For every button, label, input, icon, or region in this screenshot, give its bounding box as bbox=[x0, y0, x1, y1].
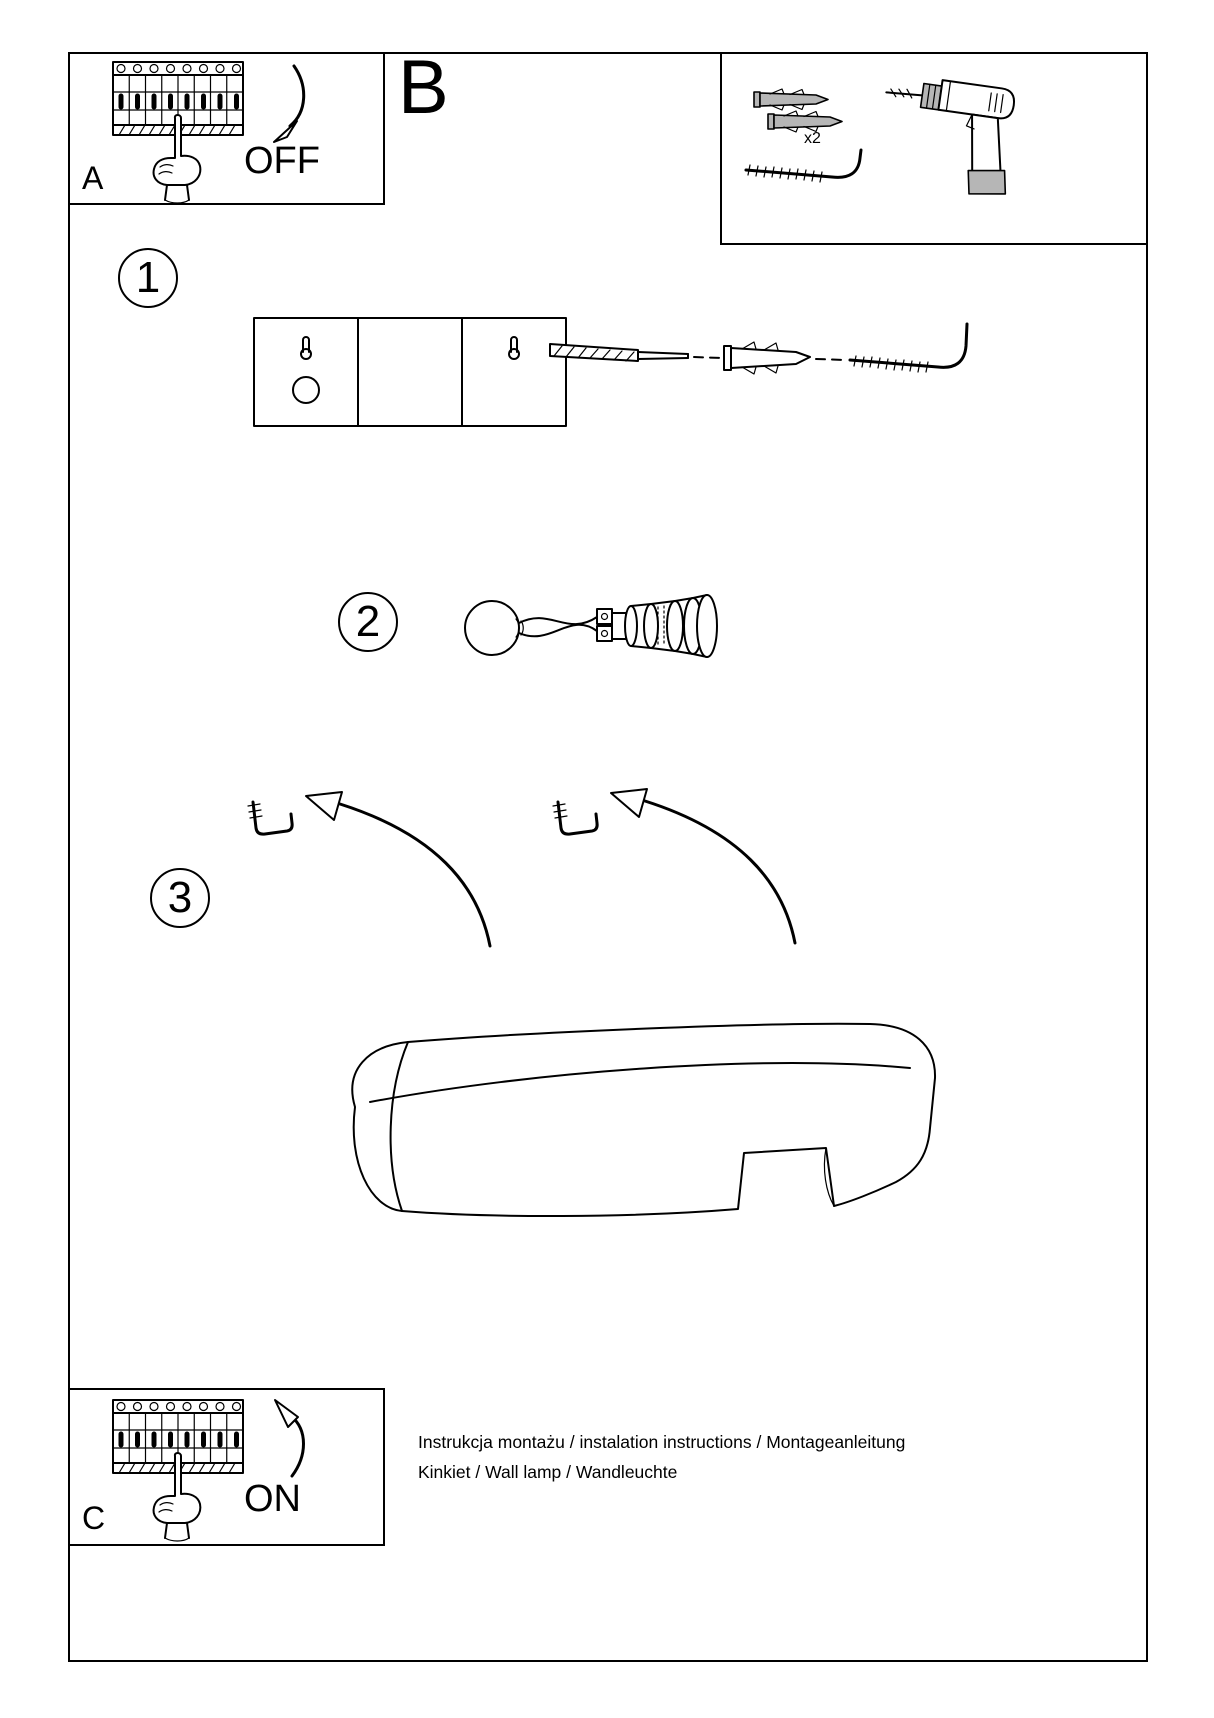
off-label: OFF bbox=[244, 140, 320, 182]
panel-c-label: C bbox=[82, 1500, 106, 1536]
step-1-number: 1 bbox=[135, 253, 161, 302]
step-1-illustration bbox=[253, 317, 969, 427]
panel-c: ON C bbox=[68, 1388, 385, 1546]
section-b-label: B bbox=[398, 45, 449, 130]
wall-plug-icon bbox=[753, 88, 843, 133]
hang-arrow-right-icon bbox=[610, 788, 797, 945]
plug-quantity-label: x2 bbox=[804, 130, 821, 147]
hang-arrow-left-icon bbox=[305, 791, 492, 948]
wall-lamp-body-illustration bbox=[351, 1022, 937, 1218]
parts-box: x2 bbox=[720, 52, 1148, 245]
circuit-breaker-hand-icon bbox=[112, 61, 244, 204]
on-label: ON bbox=[244, 1478, 301, 1520]
hook-left-icon bbox=[247, 800, 294, 836]
page-frame bbox=[68, 52, 1148, 1662]
hook-screw-icon bbox=[744, 148, 863, 183]
step-3-number: 3 bbox=[167, 873, 193, 922]
circuit-breaker-hand-icon bbox=[112, 1399, 244, 1542]
step-2-number: 2 bbox=[355, 597, 381, 646]
step-2-badge: 2 bbox=[338, 592, 398, 652]
hook-right-icon bbox=[552, 800, 599, 836]
panel-a-label: A bbox=[82, 160, 104, 196]
bulb-socket-illustration bbox=[464, 594, 718, 658]
drill-icon bbox=[885, 79, 1016, 195]
on-arrow-icon bbox=[274, 1399, 305, 1478]
panel-a: OFF A bbox=[68, 52, 385, 205]
off-arrow-icon bbox=[273, 64, 306, 143]
footer-line-2: Kinkiet / Wall lamp / Wandleuchte bbox=[418, 1461, 678, 1482]
step-3-badge: 3 bbox=[150, 868, 210, 928]
footer: Instrukcja montażu / instalation instruc… bbox=[418, 1428, 905, 1488]
step-1-badge: 1 bbox=[118, 248, 178, 308]
footer-line-1: Instrukcja montażu / instalation instruc… bbox=[418, 1432, 906, 1452]
